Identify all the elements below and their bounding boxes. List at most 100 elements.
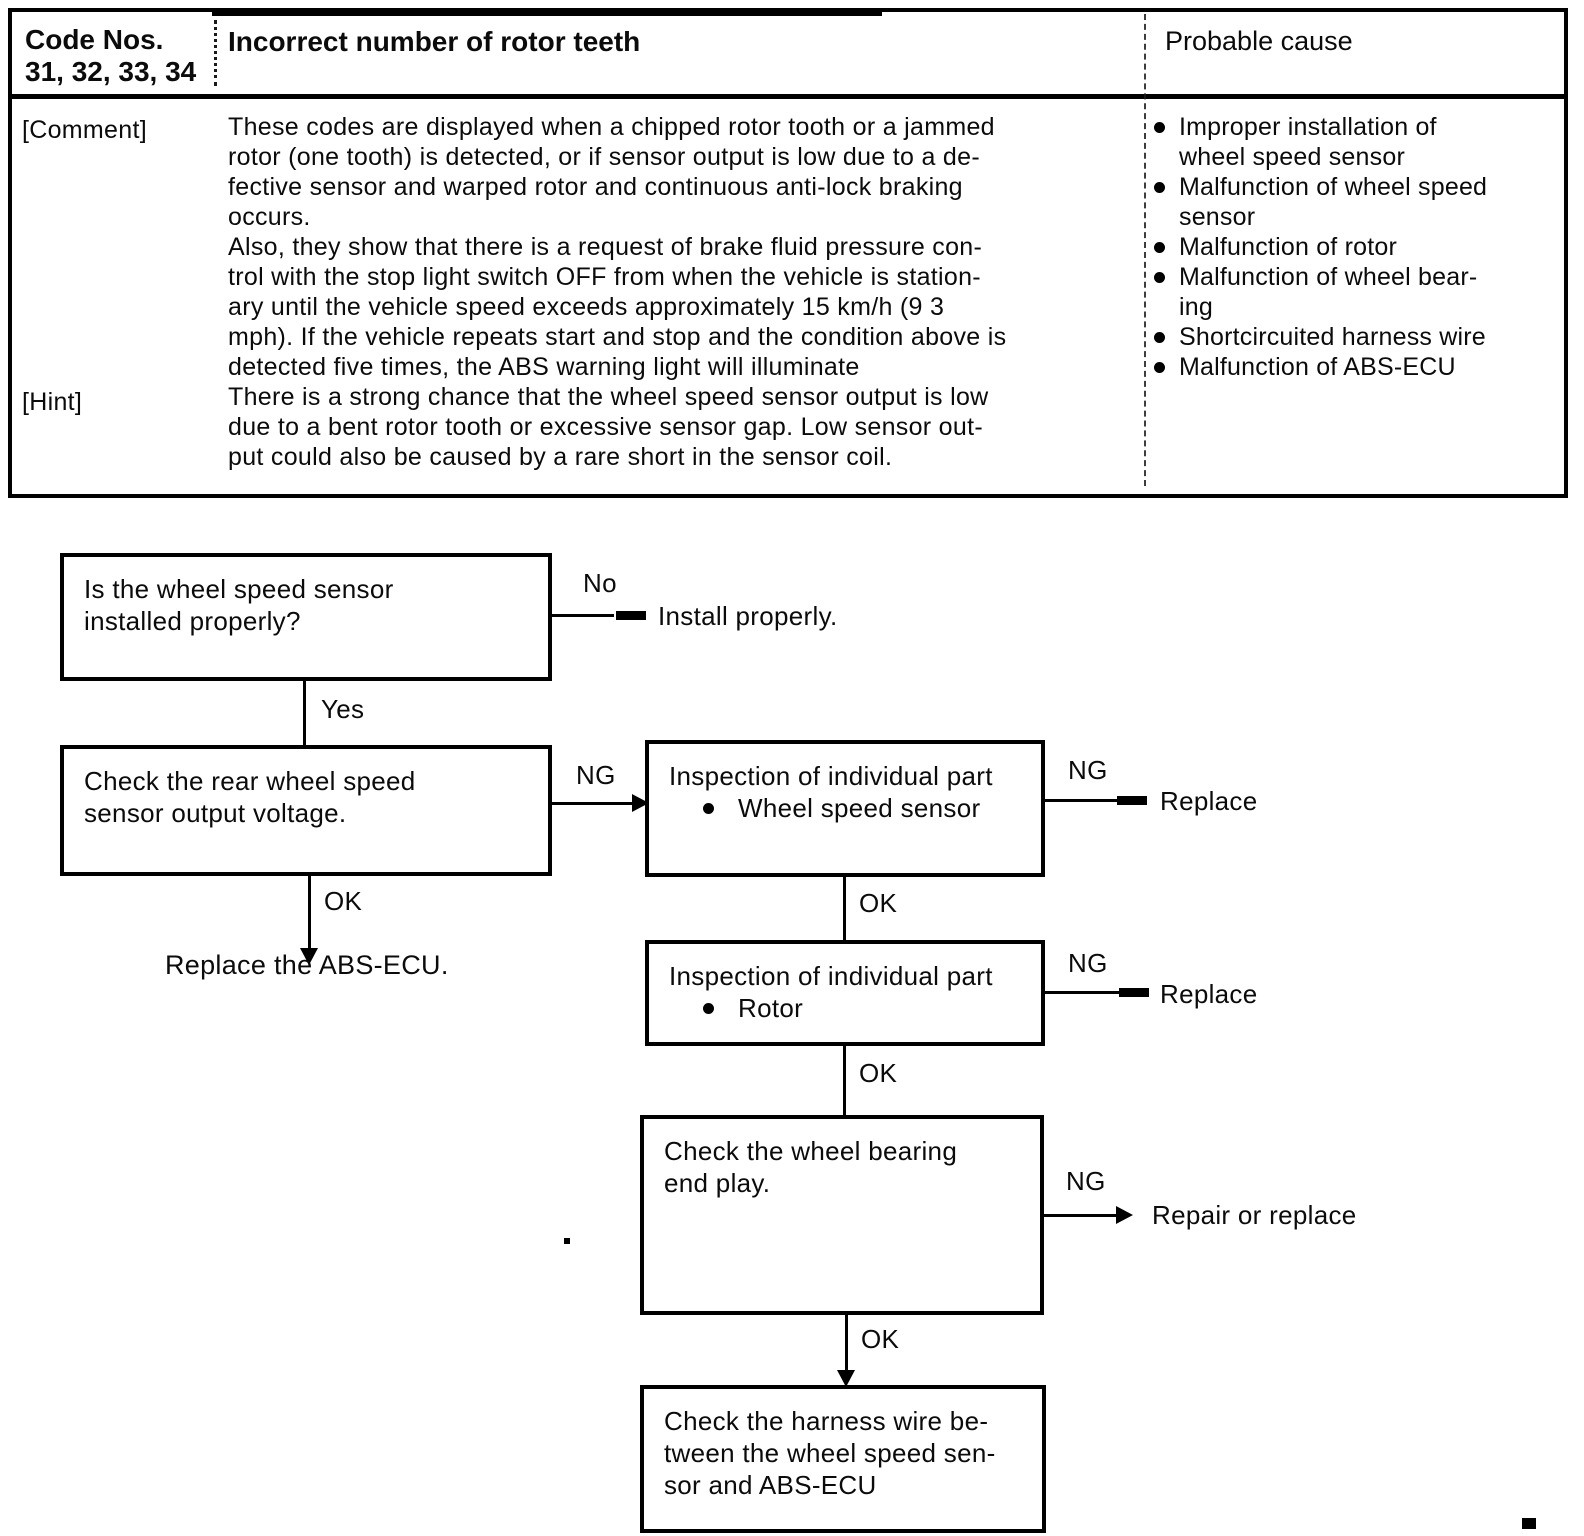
connector-ng-4 — [1044, 1214, 1118, 1217]
comment-line: occurs. — [228, 203, 311, 231]
flow-box-text: Check the harness wire be- — [664, 1406, 989, 1436]
list-item: Improper installation of wheel speed sen… — [1154, 112, 1554, 172]
flow-box-sensor-installed: Is the wheel speed sensor installed prop… — [60, 553, 552, 681]
list-item: Malfunction of wheel speed sensor — [1154, 172, 1554, 232]
list-item: Shortcircuited harness wire — [1154, 322, 1554, 352]
flow-box-inspect-sensor: Inspection of individual part Wheel spee… — [645, 740, 1045, 877]
header-divider — [8, 94, 1568, 99]
comment-line: rotor (one tooth) is detected, or if sen… — [228, 143, 980, 171]
cause-text: Malfunction of rotor — [1179, 233, 1397, 261]
connector-ng-3 — [1045, 991, 1119, 994]
flow-box-harness-wire: Check the harness wire be- tween the whe… — [640, 1385, 1046, 1533]
comment-line: trol with the stop light switch OFF from… — [228, 263, 981, 291]
probable-cause-header: Probable cause — [1165, 26, 1353, 56]
flow-box-text: Inspection of individual part — [669, 761, 993, 791]
cause-text: Malfunction of ABS-ECU — [1179, 353, 1456, 381]
flow-bullet-row: Wheel speed sensor — [703, 792, 1021, 824]
flow-box-wheel-bearing: Check the wheel bearing end play. — [640, 1115, 1044, 1315]
comment-line: fective sensor and warped rotor and cont… — [228, 173, 963, 201]
connector-ng-1 — [552, 802, 636, 805]
bullet-icon — [1154, 122, 1165, 133]
action-repair-or-replace: Repair or replace — [1152, 1200, 1357, 1230]
bullet-icon — [703, 802, 714, 814]
hint-text: There is a strong chance that the wheel … — [228, 382, 989, 472]
comment-text: These codes are displayed when a chipped… — [228, 112, 1006, 382]
arrowhead-right-icon — [632, 794, 649, 812]
yes-label: Yes — [321, 694, 365, 724]
comment-line: These codes are displayed when a chipped… — [228, 113, 995, 141]
connector-yes — [303, 681, 306, 745]
hint-label: [Hint] — [22, 388, 83, 416]
bullet-icon — [1154, 362, 1165, 373]
list-item: Malfunction of rotor — [1154, 232, 1554, 262]
action-replace-1: Replace — [1160, 786, 1258, 816]
bullet-icon — [703, 1002, 714, 1014]
probable-cause-list: Improper installation of wheel speed sen… — [1154, 112, 1554, 382]
connector-ng-3-end — [1119, 988, 1149, 997]
list-item: Malfunction of ABS-ECU — [1154, 352, 1554, 382]
flow-box-text: installed properly? — [84, 606, 301, 636]
flow-box-text: Wheel speed sensor — [738, 793, 981, 823]
flow-box-text: Check the rear wheel speed — [84, 766, 416, 796]
cause-text: Improper installation of wheel speed sen… — [1179, 113, 1437, 171]
dtc-title: Incorrect number of rotor teeth — [228, 26, 641, 57]
flow-bullet-row: Rotor — [703, 992, 1021, 1024]
flow-box-inspect-rotor: Inspection of individual part Rotor — [645, 940, 1045, 1046]
bullet-icon — [1154, 242, 1165, 253]
bullet-icon — [1154, 332, 1165, 343]
cause-text: Malfunction of wheel bear- ing — [1179, 263, 1478, 321]
comment-line: Also, they show that there is a request … — [228, 233, 983, 261]
comment-line: ary until the vehicle speed exceeds appr… — [228, 293, 945, 321]
list-item: Malfunction of wheel bear- ing — [1154, 262, 1554, 322]
flow-box-text: end play. — [664, 1168, 771, 1198]
flow-box-text: sensor output voltage. — [84, 798, 347, 828]
ng-label-4: NG — [1066, 1166, 1106, 1196]
code-numbers: 31, 32, 33, 34 — [25, 56, 197, 87]
table-top-border-segment — [212, 8, 882, 16]
comment-label: [Comment] — [22, 116, 147, 144]
hint-line: put could also be caused by a rare short… — [228, 443, 893, 471]
connector-ng-2 — [1045, 799, 1117, 802]
scan-speck — [564, 1238, 570, 1244]
cause-text: Shortcircuited harness wire — [1179, 323, 1486, 351]
connector-no — [552, 614, 614, 617]
bullet-icon — [1154, 272, 1165, 283]
ok-label-1: OK — [324, 886, 363, 916]
ng-label-3: NG — [1068, 948, 1108, 978]
comment-line: detected five times, the ABS warning lig… — [228, 353, 860, 381]
connector-ng-2-end — [1117, 796, 1147, 805]
no-label: No — [583, 568, 617, 598]
flow-box-text: tween the wheel speed sen- — [664, 1438, 996, 1468]
bullet-icon — [1154, 182, 1165, 193]
ok-label-4: OK — [861, 1324, 900, 1354]
dtc-table: Code Nos. 31, 32, 33, 34 Incorrect numbe… — [8, 8, 1568, 498]
ng-label-1: NG — [576, 760, 616, 790]
code-label: Code Nos. — [25, 24, 164, 55]
hint-line: due to a bent rotor tooth or excessive s… — [228, 413, 983, 441]
ok-label-2: OK — [859, 888, 898, 918]
action-replace-abs-ecu: Replace the ABS-ECU. — [165, 950, 449, 980]
comment-line: mph). If the vehicle repeats start and s… — [228, 323, 1007, 351]
flow-box-text: Is the wheel speed sensor — [84, 574, 394, 604]
ok-label-3: OK — [859, 1058, 898, 1088]
flow-box-output-voltage: Check the rear wheel speed sensor output… — [60, 745, 552, 876]
connector-ok-2 — [843, 877, 846, 940]
header-column-separator — [214, 20, 217, 86]
flow-box-text: Check the wheel bearing — [664, 1136, 958, 1166]
hint-line: There is a strong chance that the wheel … — [228, 383, 989, 411]
flow-box-text: sor and ABS-ECU — [664, 1470, 877, 1500]
flow-box-text: Rotor — [738, 993, 804, 1023]
arrowhead-down-icon — [837, 1370, 855, 1387]
connector-ok-4 — [845, 1315, 848, 1375]
action-replace-2: Replace — [1160, 979, 1258, 1009]
cause-text: Malfunction of wheel speed sensor — [1179, 173, 1488, 231]
connector-ok-3 — [843, 1046, 846, 1115]
arrowhead-down-icon — [300, 948, 318, 965]
ng-label-2: NG — [1068, 755, 1108, 785]
arrowhead-right-icon — [1116, 1206, 1133, 1224]
action-install-properly: Install properly. — [658, 601, 838, 631]
scan-speck — [1522, 1518, 1536, 1529]
cause-column-separator — [1144, 14, 1146, 486]
flow-box-text: Inspection of individual part — [669, 961, 993, 991]
